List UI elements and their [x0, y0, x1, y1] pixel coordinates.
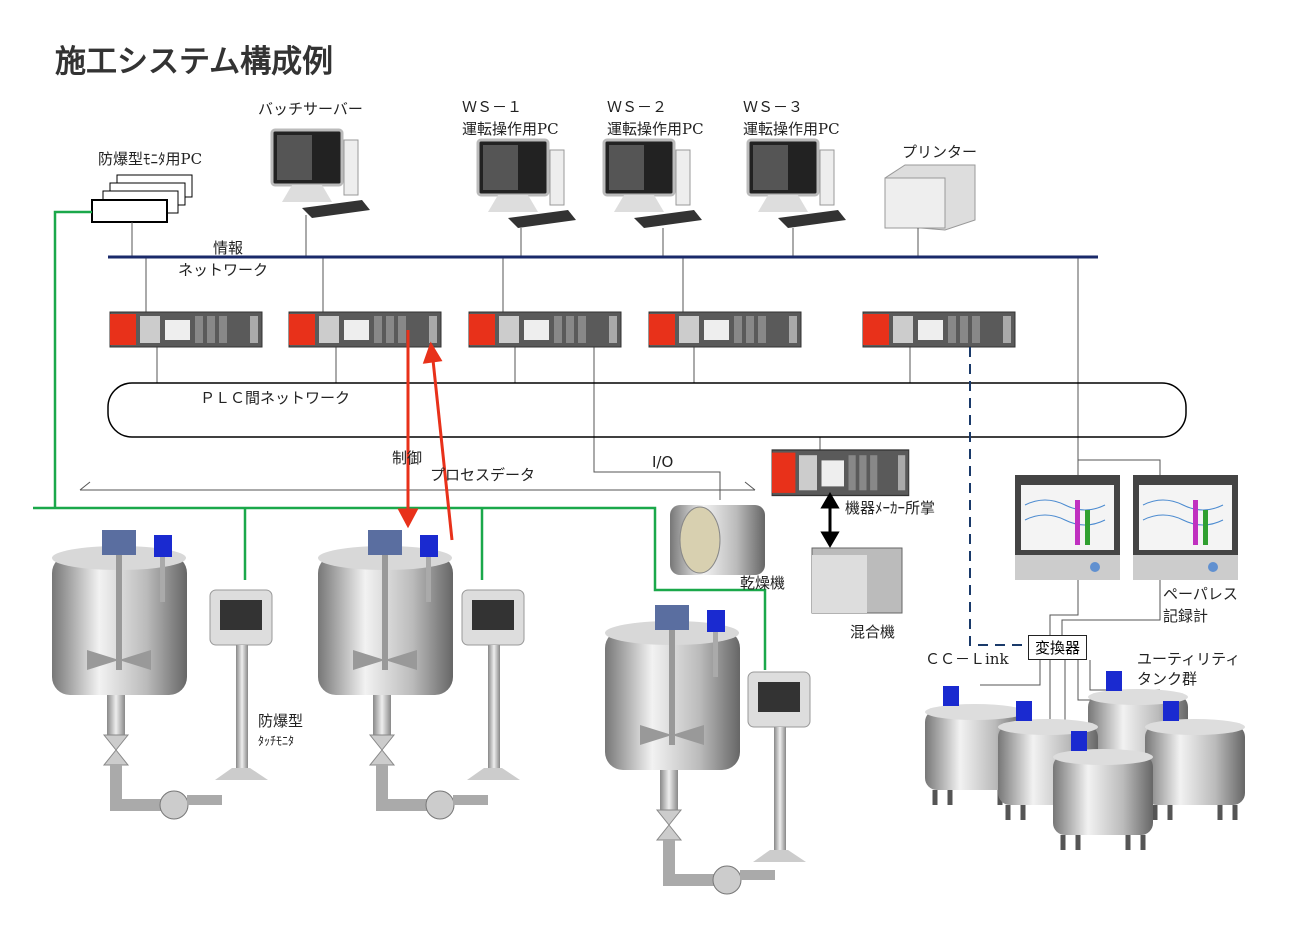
mixer-label: 混合機 — [850, 623, 896, 641]
process-data-arrow — [431, 359, 454, 541]
paperless-recorder-2 — [1132, 474, 1239, 581]
recorder-label-2: 記録計 — [1163, 607, 1209, 625]
plc-vendor — [771, 449, 910, 497]
plc-1 — [109, 311, 263, 348]
cc-link-line — [969, 347, 1028, 646]
monitor-pc-label: 防爆型ﾓﾆﾀ用PC — [98, 150, 203, 168]
touch-monitor-1 — [209, 589, 273, 781]
batch-server-pc — [270, 128, 372, 220]
process-data-label: プロセスデータ — [430, 466, 536, 484]
cc-link-label: ＣＣ－Ｌink — [925, 650, 1009, 668]
ws2-sublabel: 運転操作用PC — [607, 120, 704, 138]
plc-network-label: ＰＬＣ間ネットワーク — [200, 389, 351, 407]
ws1-sublabel: 運転操作用PC — [462, 120, 559, 138]
tank-3 — [605, 605, 775, 894]
utility-label-2: タンク群 — [1137, 670, 1198, 688]
plc-3 — [468, 311, 622, 348]
recorder-label-1: ペーパレス — [1163, 585, 1238, 603]
ws2-label: ＷＳ－２ — [607, 98, 668, 116]
mixer-icon — [811, 547, 903, 614]
printer-label: プリンター — [902, 143, 978, 161]
plc-5 — [862, 311, 1016, 348]
touch-monitor-label-1: 防爆型 — [258, 712, 304, 730]
page-title: 施工システム構成例 — [55, 44, 334, 80]
plc-2 — [288, 311, 442, 348]
plc-4 — [648, 311, 802, 348]
ws3-pc — [746, 138, 848, 230]
touch-monitor-2 — [461, 589, 525, 781]
ws1-label: ＷＳ－１ — [462, 98, 523, 116]
touch-monitor-3 — [747, 671, 811, 863]
converter-box: 変換器 — [1028, 635, 1088, 660]
touch-monitor-label-2: ﾀｯﾁﾓﾆﾀ — [258, 734, 295, 748]
control-label: 制御 — [392, 449, 423, 467]
ws2-pc — [602, 138, 704, 230]
tank-1 — [52, 530, 222, 819]
info-network-label-2: ネットワーク — [178, 261, 269, 279]
dryer-icon — [670, 505, 765, 575]
info-network-label-1: 情報 — [213, 239, 244, 257]
ws1-pc — [476, 138, 578, 230]
io-label: I/O — [652, 453, 674, 471]
printer-icon — [884, 164, 976, 231]
vendor-label: 機器ﾒｰｶｰ所掌 — [845, 499, 936, 517]
monitor-pc-stack-icon — [91, 174, 193, 223]
utility-label-1: ユーティリティ — [1137, 650, 1241, 668]
batch-server-label: バッチサーバー — [258, 100, 363, 118]
tank-2 — [318, 530, 488, 819]
plc-network-loop — [107, 382, 1187, 438]
paperless-recorder-1 — [1014, 474, 1121, 581]
dryer-label: 乾燥機 — [740, 574, 786, 592]
vendor-link-arrow — [820, 492, 840, 548]
ws3-sublabel: 運転操作用PC — [743, 120, 840, 138]
ws3-label: ＷＳ－３ — [743, 98, 804, 116]
